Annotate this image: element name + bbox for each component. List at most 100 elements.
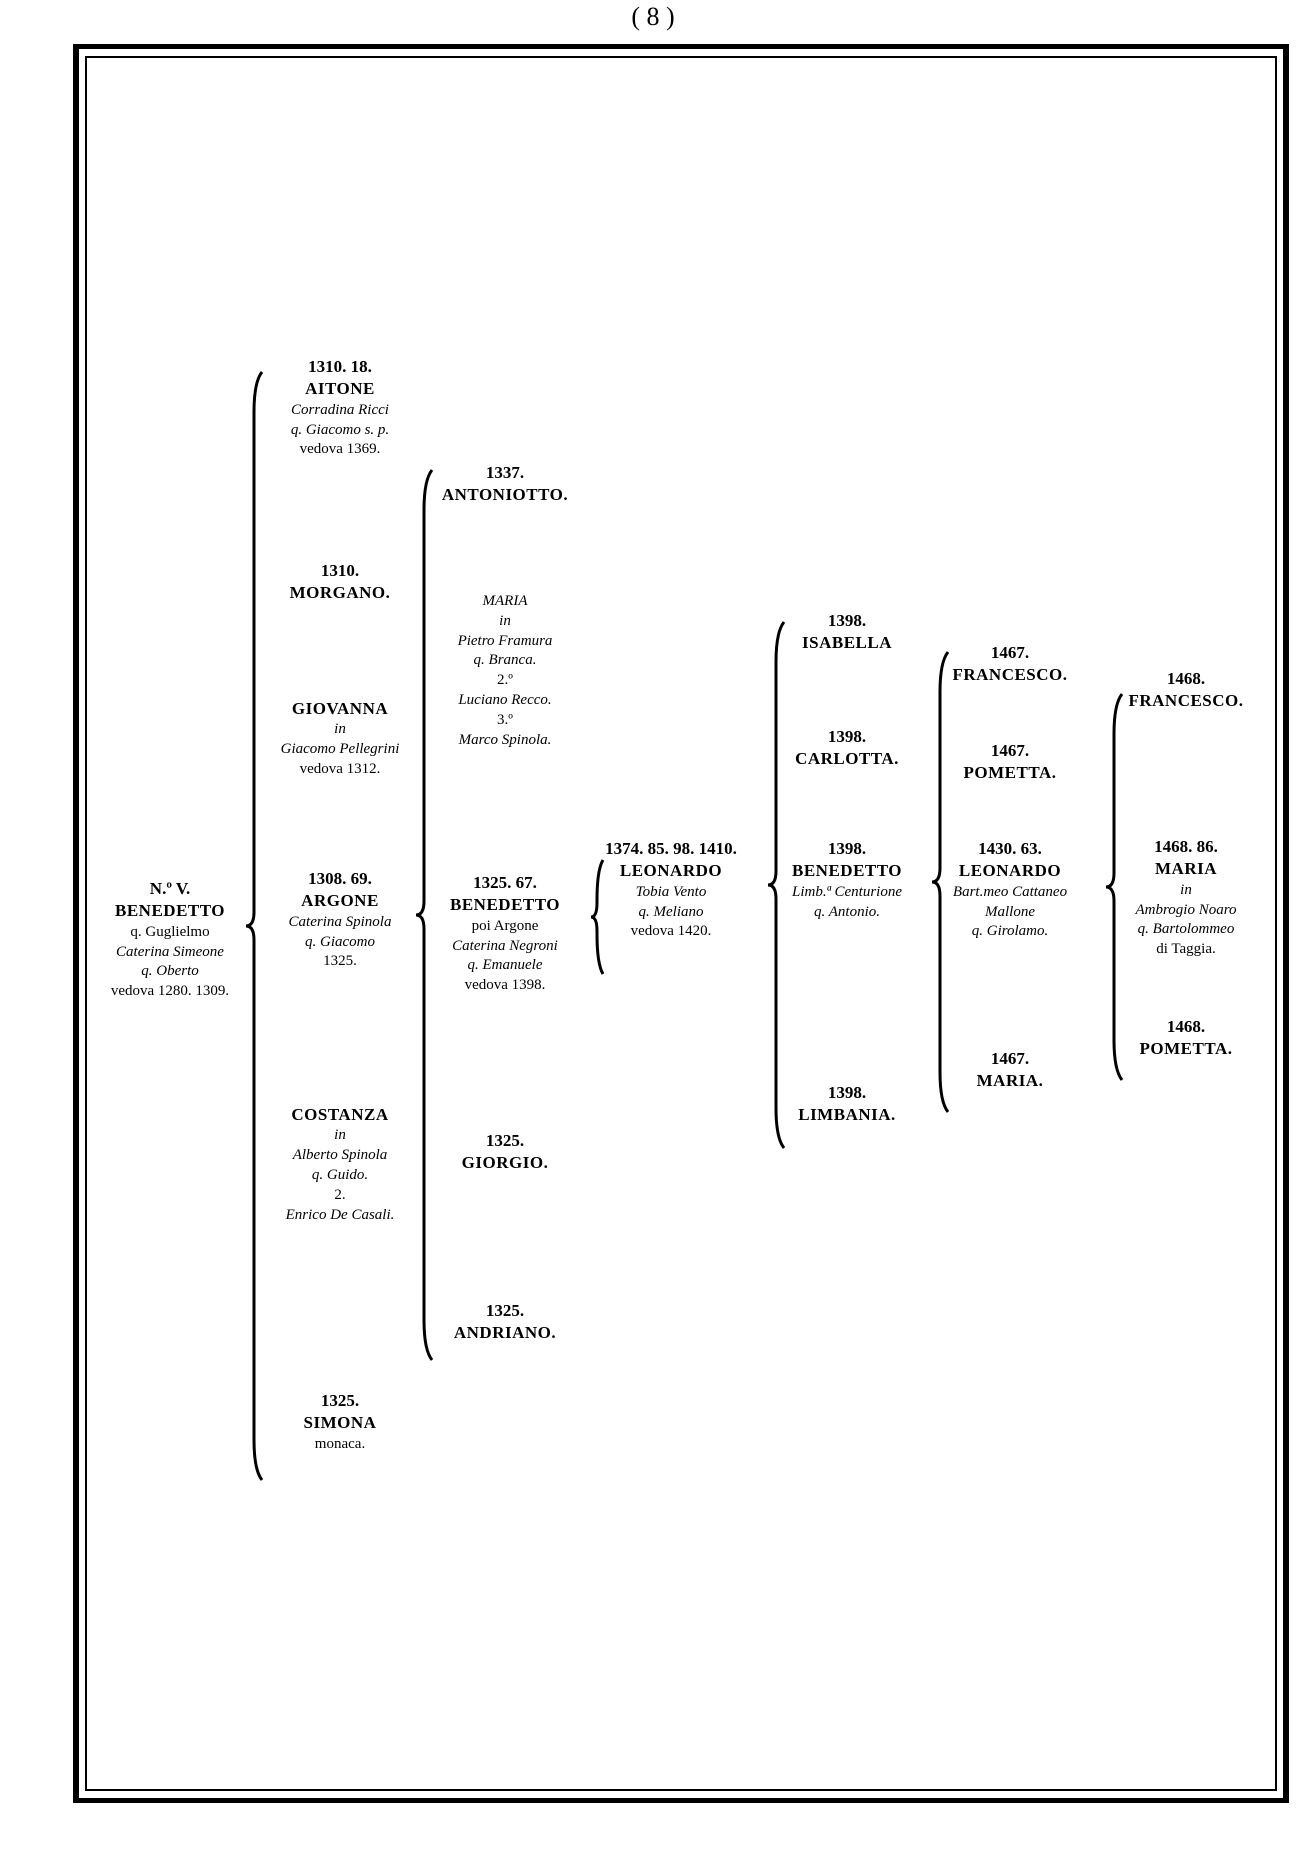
person-francesco-2-line: 1468. [1166,669,1206,688]
person-benedetto-root-line: Caterina Simeone [116,943,224,960]
bracket-children-of-leonardo [767,621,786,1149]
person-limbania-line: LIMBANIA. [798,1105,896,1125]
person-andriano-line: ANDRIANO. [453,1323,557,1343]
person-benedetto-argone-line: poi Argone [471,917,539,934]
person-maria-f-line: MARIA [482,593,528,609]
person-aitone-line: vedova 1369. [299,441,381,458]
person-benedetto-argone-line: Caterina Negroni [452,937,558,954]
person-andriano: 1325. ANDRIANO. [454,1300,556,1345]
person-argone-line: q. Giacomo [304,933,375,950]
person-leonardo-2-line: q. Girolamo. [971,923,1049,940]
person-pometta-2-line: 1468. [1166,1017,1206,1036]
person-isabella: 1398. ISABELLA [802,610,892,655]
person-antonotto-line: ANTONIOTTO. [441,485,569,505]
person-maria-1-line: MARIA. [976,1071,1044,1091]
person-leonardo-1-line: Tobia Vento [635,883,707,900]
person-benedetto-3-line: q. Antonio. [814,903,880,920]
person-benedetto-argone-line: vedova 1398. [464,977,546,994]
person-argone-line: 1308. 69. [308,869,372,888]
person-isabella-line: ISABELLA [802,633,892,653]
person-argone-line: 1325. [323,953,357,970]
person-morgano: 1310.MORGANO. [290,560,391,605]
person-maria-f-line: 3.º [497,711,513,728]
bracket-children-of-argone [415,469,434,1361]
person-limbania-line: 1398. [827,1083,867,1102]
person-aitone-line: 1310. 18. [308,357,372,376]
person-leonardo-1: 1374. 85. 98. 1410. LEONARDO Tobia Vento q.… [605,838,737,942]
person-costanza-line: Enrico De Casali. [285,1206,395,1223]
person-antonotto: 1337. ANTONIOTTO. [442,462,568,507]
person-aitone-line: Corradina Ricci [291,401,389,418]
person-francesco-2: 1468. FRANCESCO. [1128,668,1243,713]
person-benedetto-root-line: q. Guglielmo [130,923,210,940]
person-leonardo-2-line: Bart.meo Cattaneo [952,883,1068,900]
person-maria-1: 1467. MARIA. [977,1048,1044,1093]
person-maria-2-line: Ambrogio Noaro [1135,901,1237,918]
person-pometta-1-line: POMETTA. [963,763,1057,783]
person-maria-1-line: 1467. [990,1049,1030,1068]
person-maria-2-line: in [1180,881,1192,898]
person-pometta-1-line: 1467. [990,741,1030,760]
person-maria-f-line: 2.º [497,672,513,689]
person-giovanna-line: in [334,721,346,738]
person-giorgio: 1325. GIORGIO. [462,1130,549,1175]
person-argone-line: ARGONE [301,891,379,911]
person-leonardo-2-line: 1430. 63. [978,839,1042,858]
page-number: ( 8 ) [631,2,675,31]
person-benedetto-3-line: 1398. [827,839,867,858]
person-pometta-1: 1467. POMETTA. [964,740,1057,785]
person-giovanna-line: Giacomo Pellegrini [280,741,400,758]
person-giorgio-line: GIORGIO. [461,1153,549,1173]
person-maria-f-line: Luciano Recco. [458,691,552,708]
person-leonardo-1-line: 1374. 85. 98. 1410. [605,839,737,858]
person-andriano-line: 1325. [485,1301,525,1320]
person-leonardo-1-line: LEONARDO [619,861,723,881]
person-isabella-line: 1398. [827,611,867,630]
person-simona-line: 1325. [320,1391,360,1410]
person-costanza-line: q. Guido. [311,1167,369,1184]
person-francesco-1-line: 1467. [990,643,1030,662]
person-aitone: 1310. 18. AITONE Corradina Ricci q. Giacomo… [291,356,389,460]
bracket-children-of-benedetto-argone [590,859,605,975]
person-costanza-line: Alberto Spinola [292,1147,388,1164]
person-leonardo-1-line: q. Meliano [638,903,704,920]
bracket-children-of-benedetto [245,371,264,1481]
person-carlotta-line: CARLOTTA. [795,749,899,769]
person-maria-2-line: di Taggia. [1156,941,1216,958]
person-aitone-line: q. Giacomo s. p. [290,421,390,438]
person-antonotto-line: 1337. [485,463,525,482]
person-benedetto-3: 1398. BENEDETTO Limb.ª Centurione q. Antoni… [792,838,902,922]
person-aitone-line: AITONE [305,379,375,399]
person-maria-2-line: 1468. 86. [1154,837,1218,856]
person-costanza-line: COSTANZA [291,1105,389,1124]
person-benedetto-3-line: Limb.ª Centurione [792,883,902,900]
person-leonardo-2-line: Mallone [985,903,1035,920]
person-maria-f-line: Pietro Framura [457,632,553,649]
person-carlotta-line: 1398. [827,727,867,746]
person-simona-line: monaca. [314,1435,366,1452]
person-leonardo-2-line: LEONARDO [958,861,1062,881]
person-giorgio-line: 1325. [485,1131,525,1150]
person-limbania: 1398. LIMBANIA. [798,1082,896,1127]
person-benedetto-3-line: BENEDETTO [791,861,903,881]
person-francesco-2-line: FRANCESCO. [1128,691,1244,711]
person-benedetto-root-line: N.º V. [149,879,191,898]
person-benedetto-argone-line: BENEDETTO [449,895,561,915]
page-frame-inner [85,56,1277,1791]
person-morgano-line: MORGANO. [289,583,391,603]
person-benedetto-argone-line: 1325. 67. [473,873,537,892]
person-pometta-2-line: POMETTA. [1139,1039,1233,1059]
person-francesco-1: 1467. FRANCESCO. [952,642,1067,687]
person-costanza-line: in [334,1127,346,1144]
person-francesco-1-line: FRANCESCO. [952,665,1068,685]
